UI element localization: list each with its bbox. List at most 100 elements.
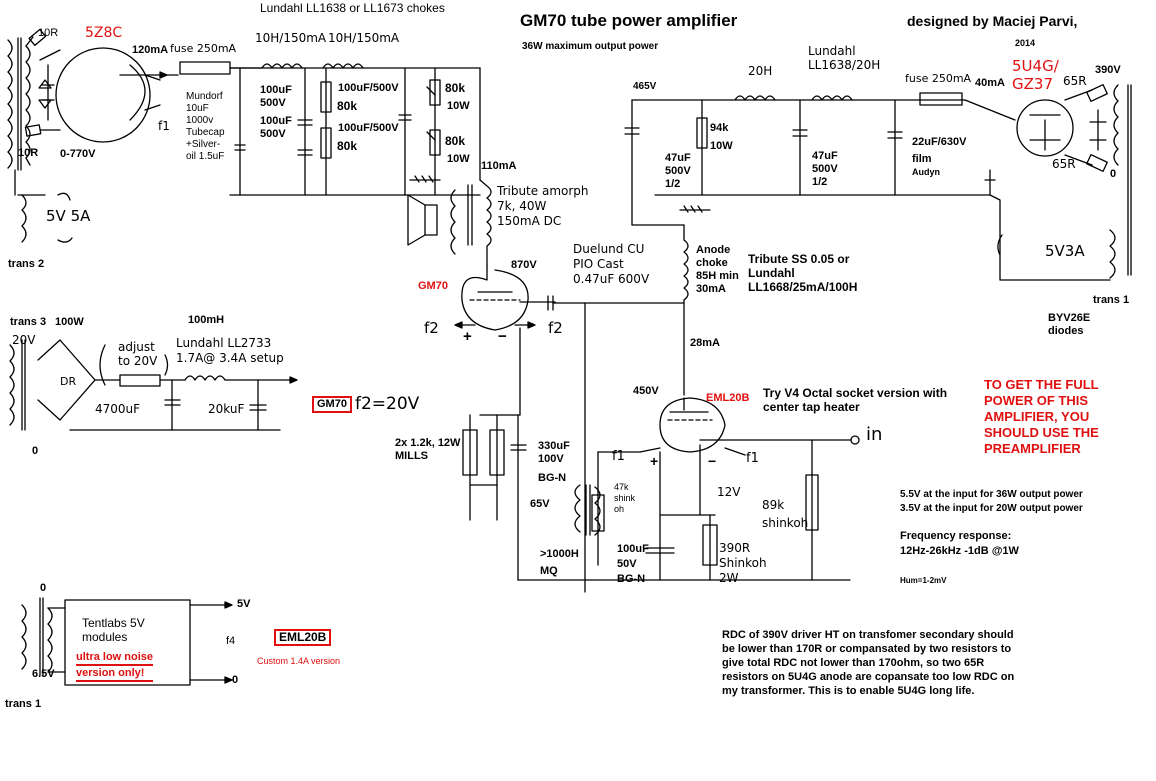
- eml20b-tube-label: EML20B: [706, 392, 750, 404]
- w10-1: 10W: [447, 100, 470, 112]
- current-120ma: 120mA: [132, 44, 169, 56]
- v12: 12V: [717, 485, 741, 499]
- year: 2014: [1015, 38, 1036, 48]
- designer: designed by Maciej Parvi,: [907, 13, 1078, 29]
- current-110ma: 110mA: [481, 160, 517, 172]
- r80k-2: 80k: [337, 139, 358, 153]
- secondary-voltage: 0-770V: [60, 148, 96, 160]
- r80k-1: 80k: [337, 99, 358, 113]
- cap-4700uf: 4700uF: [95, 402, 141, 416]
- zero-tentlabs: 0: [40, 582, 47, 594]
- eml20b-plus: +: [650, 453, 659, 469]
- choke1-label: 10H/150mA: [255, 31, 327, 45]
- out-5v: 5V: [237, 598, 251, 610]
- choke-20h: 20H: [748, 64, 773, 78]
- f1-hv: f1: [158, 119, 170, 133]
- driver-fuse: fuse 250mA: [905, 72, 972, 85]
- power-100w: 100W: [55, 316, 84, 328]
- v65: 65V: [530, 498, 550, 510]
- resistor-10r-bottom: 10R: [18, 147, 39, 159]
- out-0v: 0: [232, 674, 239, 686]
- v390: 390V: [1095, 64, 1121, 76]
- rectifier-5z8c-label: 5Z8C: [85, 25, 123, 41]
- driver-current-28ma: 28mA: [690, 337, 720, 349]
- eml20b-fil-right: f1: [746, 451, 759, 466]
- gm70-box: GM70: [312, 396, 352, 413]
- tentlabs-supply: [21, 597, 233, 686]
- custom-version-note: Custom 1.4A version: [257, 656, 341, 666]
- trans-3-label: trans 3: [10, 316, 47, 328]
- page-title: GM70 tube power amplifier: [520, 11, 738, 30]
- heater-5v5a: 5V 5A: [46, 207, 91, 225]
- driver-current-40ma: 40mA: [975, 77, 1005, 89]
- zero-filament: 0: [32, 445, 39, 457]
- cap-20kuf: 20kuF: [208, 402, 245, 416]
- gm70-fil-right: f2: [548, 319, 563, 337]
- gm70-fil-left: f2: [424, 319, 439, 337]
- gm70-tube-label: GM70: [418, 280, 448, 292]
- subtitle: 36W maximum output power: [522, 41, 659, 52]
- hv-fuse-label: fuse 250mA: [170, 42, 237, 55]
- filament-power-supply: [9, 339, 298, 431]
- eml20b-fil-left: f1: [612, 449, 625, 464]
- driver-power-supply: [624, 84, 1132, 281]
- rdc-note: RDC of 390V driver HT on transfomer seco…: [722, 629, 1015, 697]
- dr-label: DR: [60, 375, 77, 388]
- cap-d-label: 100uF/500V: [338, 122, 399, 134]
- chokes-note: Lundahl LL1638 or LL1673 chokes: [260, 1, 445, 15]
- eml20b-box: EML20B: [274, 629, 332, 646]
- hv-power-supply: [7, 28, 492, 266]
- zero-driver: 0: [1110, 168, 1117, 180]
- v450: 450V: [633, 385, 659, 397]
- f4-label: f4: [226, 635, 236, 647]
- r65-bottom: 65R: [1052, 157, 1076, 171]
- choke2-label: 10H/150mA: [328, 31, 400, 45]
- r80k-3: 80k: [445, 81, 466, 95]
- v465: 465V: [633, 81, 657, 92]
- w10-2: 10W: [447, 153, 470, 165]
- gm70-output-stage: [454, 264, 851, 593]
- eml20b-driver-stage: [591, 224, 860, 581]
- trans-1-left: trans 1: [5, 698, 42, 710]
- trans-1-right: trans 1: [1093, 294, 1130, 306]
- gm70-minus: −: [498, 328, 507, 345]
- r65-top: 65R: [1063, 74, 1087, 88]
- heater-5v3a: 5V3A: [1045, 242, 1085, 260]
- v870: 870V: [511, 259, 537, 271]
- cap-c-label: 100uF/500V: [338, 82, 399, 94]
- rectifier-5u4g-label: 5U4G/GZ37: [1012, 57, 1059, 93]
- frequency-response: Frequency response:12Hz-26kHz -1dB @1W: [900, 530, 1019, 557]
- v65-tentlabs: 6.5V: [32, 668, 55, 680]
- trans-2-label: trans 2: [8, 258, 45, 270]
- gm70-plus: +: [463, 328, 472, 345]
- resistor-10r-top: 10R: [38, 27, 59, 39]
- input-label: in: [866, 424, 883, 445]
